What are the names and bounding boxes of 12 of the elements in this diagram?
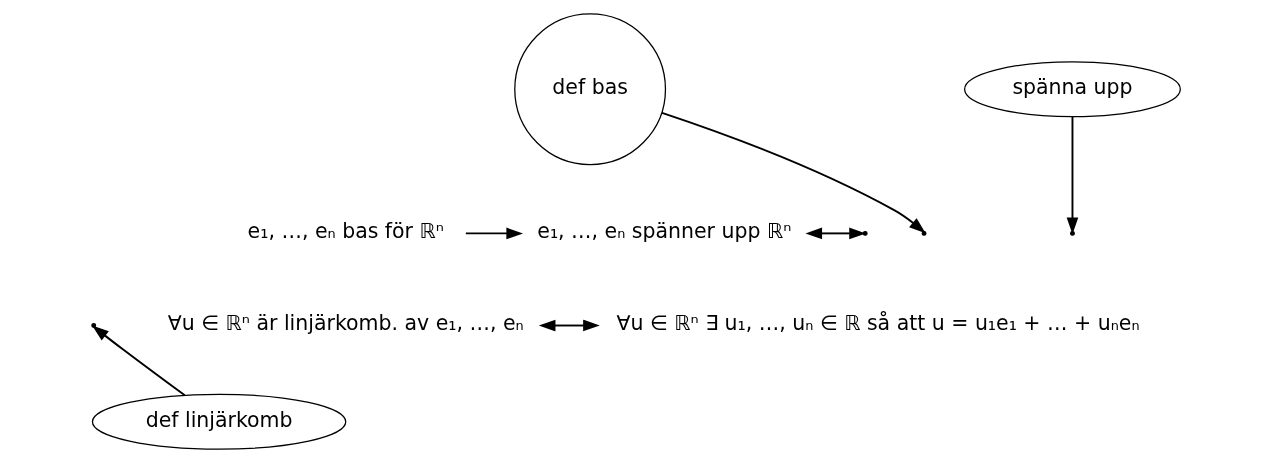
node-circle: def bas — [514, 12, 667, 165]
node-text: ∀u ∈ ℝⁿ är linjärkomb. av e₁, …, eₙ — [167, 310, 524, 335]
node-text: e₁, …, eₙ bas för ℝⁿ — [247, 218, 444, 243]
node-text: ∀u ∈ ℝⁿ ∃ u₁, …, uₙ ∈ ℝ så att u = u₁e₁ + … + uₙeₙ — [616, 310, 1140, 335]
node-ellipse: def linjärkomb — [91, 393, 347, 450]
node-text: e₁, …, eₙ spänner upp ℝⁿ — [537, 218, 792, 243]
arrow — [464, 227, 524, 239]
node-ellipse: spänna upp — [964, 60, 1181, 117]
arrow — [661, 111, 926, 233]
arrow — [538, 319, 600, 331]
arrow — [1066, 115, 1079, 234]
arrow — [92, 325, 186, 396]
